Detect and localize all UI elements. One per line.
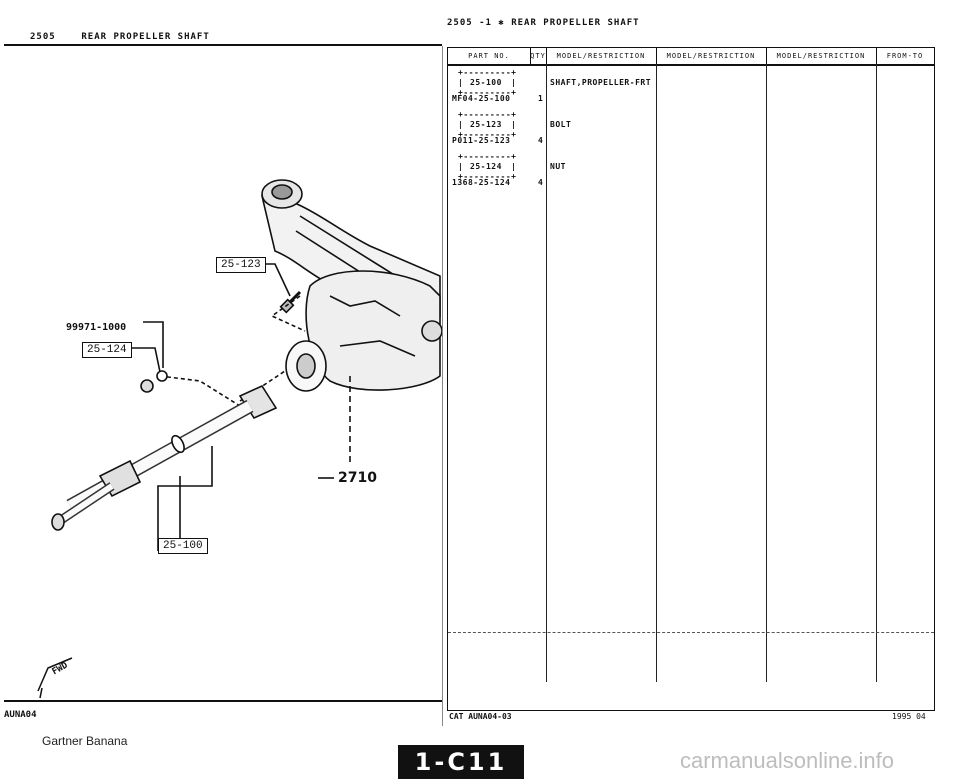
parts-table: PART NO. QTY MODEL/RESTRICTION MODEL/RES… [447, 47, 935, 711]
row-description: SHAFT,PROPELLER-FRT [550, 78, 652, 87]
row-ref-box: +---------+ | | +---------+ [458, 68, 517, 97]
row-description: NUT [550, 162, 566, 171]
callout-99971-label: 99971-1000 [66, 322, 127, 333]
row-ref: 25-123 [470, 120, 502, 129]
left-header-code: 2505 [30, 32, 56, 42]
callout-25-123: 25-123 [216, 257, 266, 273]
col-divider [766, 64, 767, 682]
row-part-no: 1368-25-124 [452, 178, 511, 187]
right-header: 2505 -1 ✱ REAR PROPELLER SHAFT [447, 18, 640, 28]
th-model-3: MODEL/RESTRICTION [766, 48, 877, 64]
catalog-code: CAT AUNA04-03 [449, 712, 512, 721]
callout-25-124-label: 25-124 [87, 344, 127, 356]
row-ref: 25-124 [470, 162, 502, 171]
left-bottom-rule [4, 700, 442, 702]
left-header-rule [4, 44, 442, 46]
th-model-1: MODEL/RESTRICTION [546, 48, 657, 64]
right-header-suffix: -1 ✱ [479, 18, 505, 28]
table-dashed-rule [448, 632, 934, 633]
watermark: carmanualsonline.info [680, 748, 895, 773]
row-ref-box: +---------+ | | +---------+ [458, 152, 517, 181]
brand-text: Gartner Banana [42, 734, 128, 748]
th-model-2: MODEL/RESTRICTION [656, 48, 767, 64]
th-from-to: FROM-TO [886, 52, 924, 60]
row-part-no: P011-25-123 [452, 136, 511, 145]
row-part-no: MF04-25-100 [452, 94, 511, 103]
col-divider [876, 64, 877, 682]
row-description: BOLT [550, 120, 572, 129]
right-header-title: REAR PROPELLER SHAFT [511, 18, 640, 28]
th-qty: QTY [530, 48, 547, 64]
right-header-code: 2505 [447, 18, 473, 28]
callout-25-100: 25-100 [158, 538, 208, 554]
diagram-code: AUNA04 [4, 710, 37, 720]
page-number: 1-C11 [398, 745, 524, 779]
th-part-no: PART NO. [448, 48, 531, 64]
row-ref: 25-100 [470, 78, 502, 87]
callout-25-124: 25-124 [82, 342, 132, 358]
left-header-title: REAR PROPELLER SHAFT [81, 32, 210, 42]
callout-25-100-label: 25-100 [163, 540, 203, 552]
propeller-shaft-diagram [37, 179, 443, 699]
row-qty: 4 [538, 178, 543, 187]
table-header-rule [448, 64, 934, 66]
center-divider [442, 46, 443, 726]
callout-25-123-label: 25-123 [221, 259, 261, 271]
left-header: 2505 REAR PROPELLER SHAFT [30, 32, 210, 42]
col-divider [656, 64, 657, 682]
catalog-date: 1995 04 [892, 712, 926, 721]
col-divider [546, 64, 547, 682]
row-qty: 4 [538, 136, 543, 145]
row-qty: 1 [538, 94, 543, 103]
ref-2710-label: 2710 [338, 470, 377, 486]
row-ref-box: +---------+ | | +---------+ [458, 110, 517, 139]
